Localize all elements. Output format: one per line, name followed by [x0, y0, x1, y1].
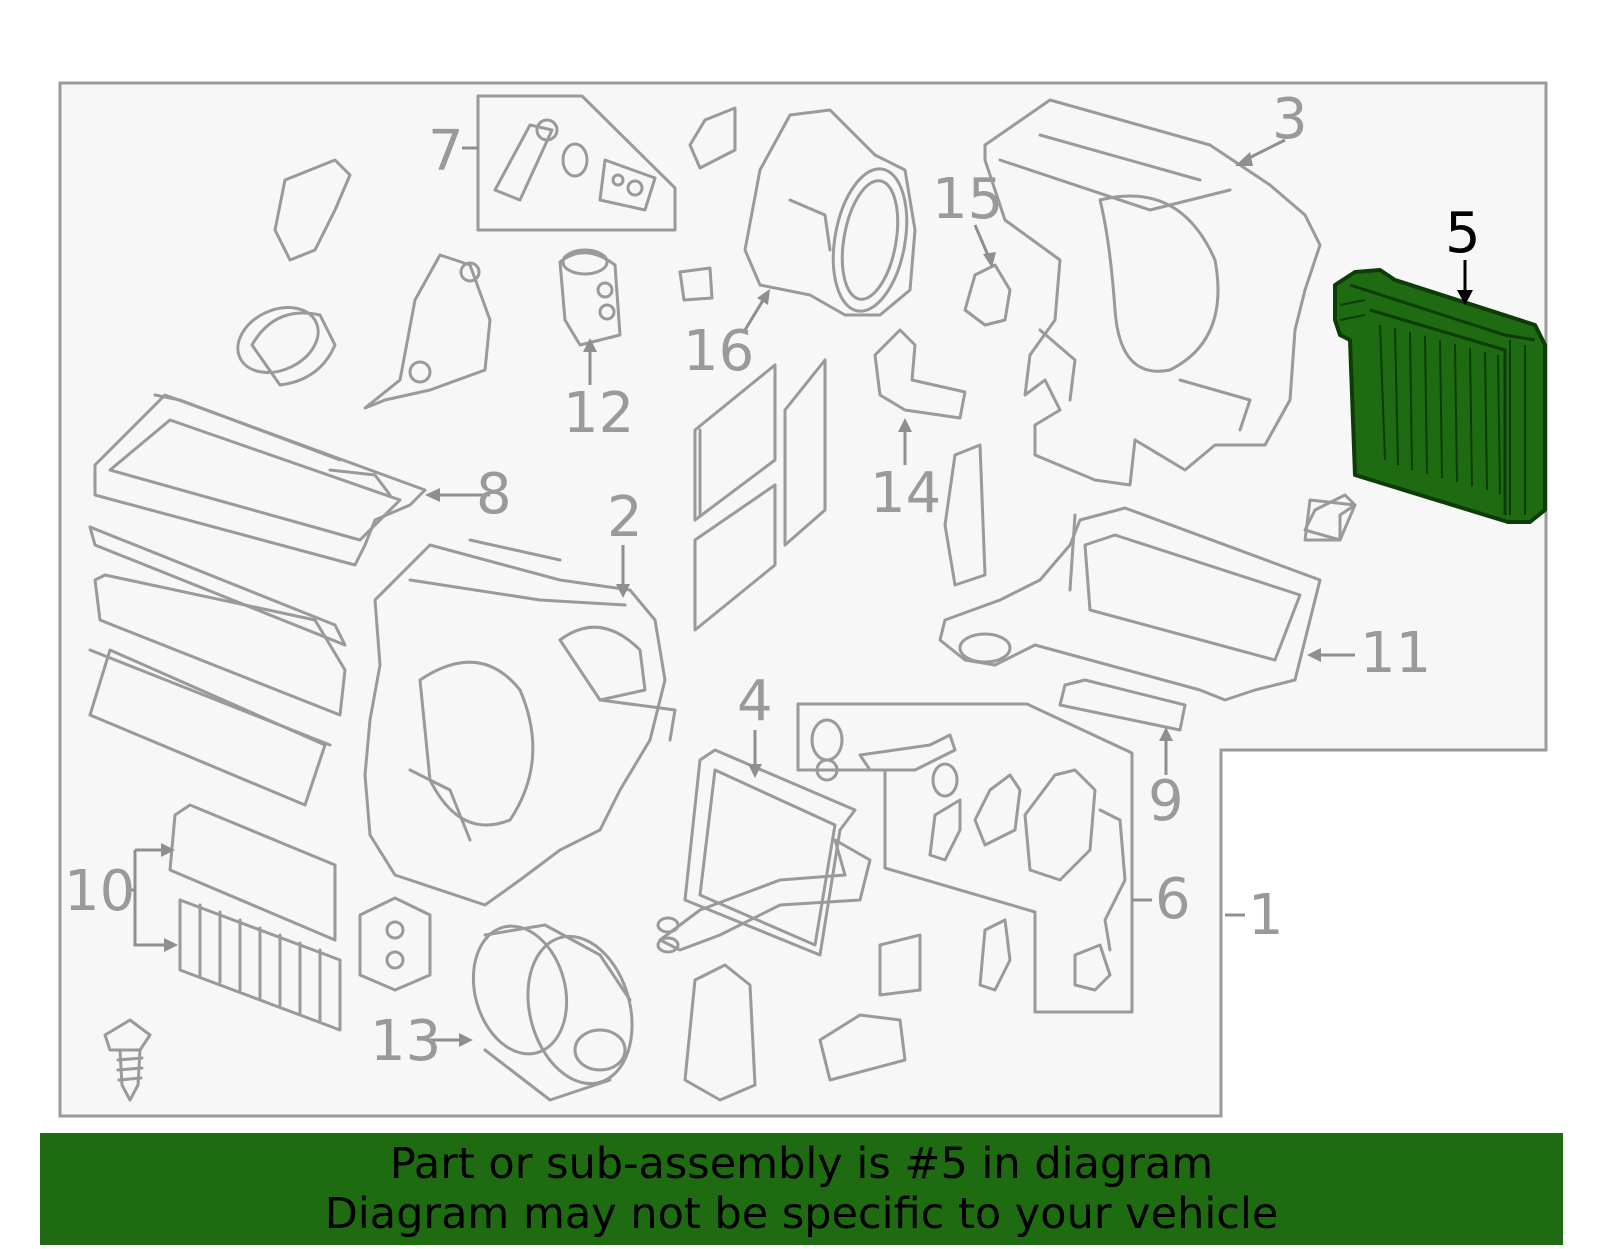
- banner-line-2: Diagram may not be specific to your vehi…: [324, 1189, 1279, 1239]
- callout-4: 4: [737, 669, 773, 734]
- callout-12: 12: [563, 381, 634, 446]
- callout-14: 14: [870, 461, 941, 526]
- callout-8: 8: [476, 462, 512, 527]
- callout-10: 10: [64, 859, 135, 924]
- part-8-drawing: [93, 393, 427, 567]
- part-12-drawing: [558, 248, 622, 347]
- group-7-box: [476, 94, 677, 232]
- part-15-drawing: [963, 263, 1012, 327]
- callout-15: 15: [932, 167, 1003, 232]
- callout-16: 16: [683, 319, 754, 384]
- callout-13: 13: [370, 1009, 441, 1074]
- part-5-evaporator-highlighted: [1333, 268, 1547, 524]
- part-3-drawing: [983, 98, 1322, 487]
- assembly-frame: [58, 81, 1548, 1118]
- part-9-drawing: [1058, 678, 1187, 732]
- callout-7: 7: [428, 119, 464, 184]
- part-10-drawing: [168, 803, 342, 1032]
- part-13-drawing: [471, 923, 634, 1102]
- screw-drawing: [103, 1018, 152, 1102]
- misc-upper-left-parts: [236, 158, 492, 410]
- filter-strips-drawing: [88, 525, 347, 807]
- callout-1: 1: [1248, 883, 1284, 948]
- part-7-drawing: [493, 118, 657, 212]
- group-6-box: [796, 702, 1134, 1014]
- callout-11: 11: [1360, 621, 1431, 686]
- filter-panels-drawing: [693, 358, 827, 632]
- callout-2: 2: [607, 485, 643, 550]
- info-banner: Part or sub-assembly is #5 in diagram Di…: [40, 1133, 1563, 1245]
- callout-9: 9: [1148, 769, 1184, 834]
- callout-5: 5: [1445, 201, 1481, 266]
- callout-6: 6: [1155, 867, 1191, 932]
- part-4-drawing: [656, 748, 872, 957]
- leader-lines: [130, 138, 1473, 1047]
- part-14-drawing: [873, 328, 987, 587]
- callout-3: 3: [1272, 87, 1308, 152]
- misc-lower-parts: [358, 498, 1357, 1102]
- banner-line-1: Part or sub-assembly is #5 in diagram: [389, 1139, 1214, 1189]
- part-16-drawing: [678, 106, 917, 317]
- part-6-drawing: [810, 718, 1127, 992]
